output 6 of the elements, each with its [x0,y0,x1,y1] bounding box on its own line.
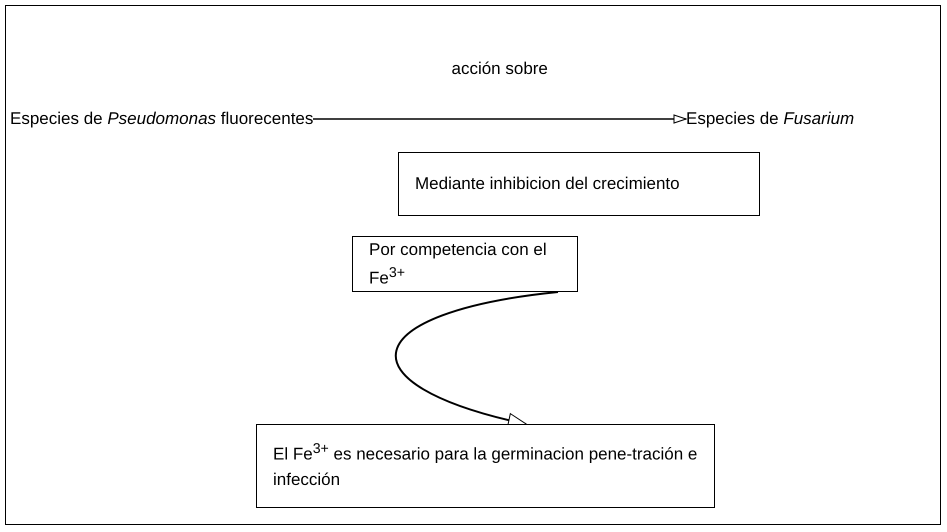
organism-label: Especies de Pseudomonas fluorecentes [10,106,314,132]
organism-label: Especies de Fusarium [686,106,938,132]
process-box: Mediante inhibicion del crecimiento [398,152,760,216]
process-box: El Fe$^{3+}$ es necesario para la germinacion pene-tración e infección [256,424,715,508]
process-box: Por competencia con el Fe$^{3+}$ [352,236,578,292]
arrow [313,114,686,124]
